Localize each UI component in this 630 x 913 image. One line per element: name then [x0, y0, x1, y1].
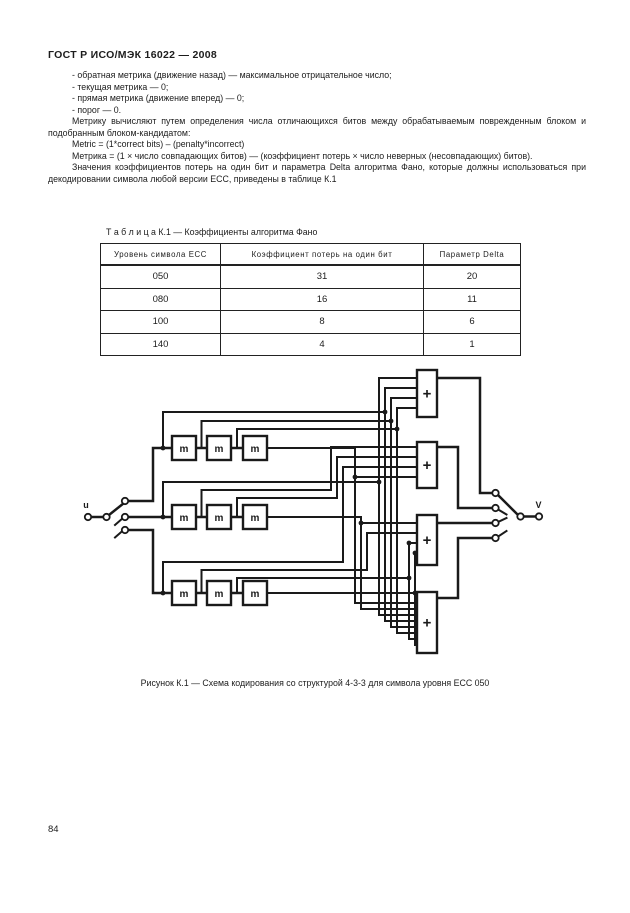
- adders: + + + +: [415, 368, 439, 655]
- output-contact-3: [491, 518, 500, 528]
- table-cell: 20: [423, 264, 521, 289]
- memory-box: [241, 579, 269, 607]
- formula-metric: Metric = (1*correct bits) – (penalty*inc…: [72, 139, 245, 150]
- input-contact-2: [120, 512, 130, 522]
- input-contact-1: [120, 496, 130, 506]
- input-terminal: [83, 512, 93, 522]
- memory-box: [241, 434, 269, 462]
- input-contact-3: [120, 525, 130, 535]
- encoder-diagram-svg: u: [83, 368, 544, 655]
- table-row: 080 16 11: [100, 287, 521, 311]
- table-cell: 8: [220, 310, 424, 334]
- table-cell: 050: [100, 264, 221, 289]
- output-contact-4: [491, 533, 500, 543]
- table-cell: 11: [423, 287, 521, 311]
- column-header-ecc-level: Уровень символа ECC: [100, 243, 221, 266]
- encoder-figure: u: [75, 365, 565, 660]
- svg-text:m: m: [215, 513, 224, 524]
- paragraph-metric-calc: Метрику вычисляют путем определения числ…: [48, 116, 586, 138]
- bullet-line: - порог — 0.: [72, 104, 122, 115]
- adder-input-wires: [330, 377, 418, 646]
- svg-text:+: +: [423, 532, 432, 549]
- output-contact-1: [491, 488, 500, 498]
- bullet-line: - текущая метрика — 0;: [72, 81, 169, 92]
- shift-register-row-3: m m m: [170, 579, 269, 607]
- adder-box: [415, 590, 439, 655]
- adder-output-wires: [435, 376, 494, 600]
- bullet-line: - обратная метрика (движение назад) — ма…: [72, 70, 392, 80]
- memory-box: [205, 434, 233, 462]
- page-number: 84: [48, 824, 59, 835]
- svg-text:m: m: [251, 589, 260, 600]
- fano-coefficients-table: Уровень символа ECC Коэффициент потерь н…: [100, 243, 521, 356]
- memory-box: [170, 434, 198, 462]
- input-pivot: [102, 512, 111, 522]
- table-cell: 16: [220, 287, 424, 311]
- input-label: u: [83, 500, 89, 510]
- table-cell: 140: [100, 332, 221, 356]
- svg-text:m: m: [180, 513, 189, 524]
- table-cell: 31: [220, 264, 424, 289]
- output-commutator: V: [491, 488, 544, 543]
- table-cell: 1: [423, 332, 521, 356]
- table-row: 140 4 1: [100, 332, 521, 356]
- output-terminal: [534, 512, 544, 521]
- svg-text:+: +: [423, 386, 432, 403]
- memory-box: [170, 579, 198, 607]
- output-pivot: [516, 512, 525, 521]
- shift-register-row-2: m m m: [170, 503, 269, 531]
- body-text: - обратная метрика (движение назад) — ма…: [48, 70, 586, 185]
- tap-wires: [162, 411, 416, 594]
- svg-text:m: m: [215, 444, 224, 455]
- memory-box: [205, 503, 233, 531]
- paragraph-fano-values: Значения коэффициентов потерь на один би…: [48, 162, 586, 184]
- output-contact-2: [491, 503, 500, 513]
- bundle-wires: [330, 377, 416, 646]
- table-cell: 080: [100, 287, 221, 311]
- table-row: 050 31 20: [100, 264, 521, 289]
- svg-text:m: m: [215, 589, 224, 600]
- svg-text:m: m: [180, 444, 189, 455]
- svg-text:m: m: [251, 444, 260, 455]
- input-commutator: u: [83, 446, 174, 595]
- adder-box: [415, 513, 439, 567]
- adder-box: [415, 368, 439, 419]
- table-cell: 6: [423, 310, 521, 334]
- table-row: 100 8 6: [100, 310, 521, 334]
- page-header: ГОСТ Р ИСО/МЭК 16022 — 2008: [48, 49, 218, 61]
- memory-box: [241, 503, 269, 531]
- memory-box: [205, 579, 233, 607]
- memory-box: [170, 503, 198, 531]
- shift-register-row-1: m m m: [170, 434, 269, 462]
- table-cell: 100: [100, 310, 221, 334]
- svg-text:+: +: [423, 615, 432, 632]
- column-header-delta: Параметр Delta: [423, 243, 521, 266]
- table-title: Т а б л и ц а К.1 — Коэффициенты алгорит…: [106, 227, 318, 237]
- adder-box: [415, 440, 439, 490]
- figure-caption: Рисунок К.1 — Схема кодирования со струк…: [140, 678, 490, 688]
- svg-text:m: m: [180, 589, 189, 600]
- svg-text:+: +: [423, 457, 432, 474]
- table-header-row: Уровень символа ECC Коэффициент потерь н…: [100, 243, 521, 266]
- bullet-line: - прямая метрика (движение вперед) — 0;: [72, 93, 245, 104]
- column-header-loss-coeff: Коэффициент потерь на один бит: [220, 243, 424, 266]
- svg-text:m: m: [251, 513, 260, 524]
- output-label: V: [535, 500, 541, 510]
- register-links: [194, 446, 245, 595]
- paragraph-metric-ru: Метрика = (1 × число совпадающих битов) …: [72, 150, 533, 161]
- junction-dots: [160, 409, 418, 596]
- table-cell: 4: [220, 332, 424, 356]
